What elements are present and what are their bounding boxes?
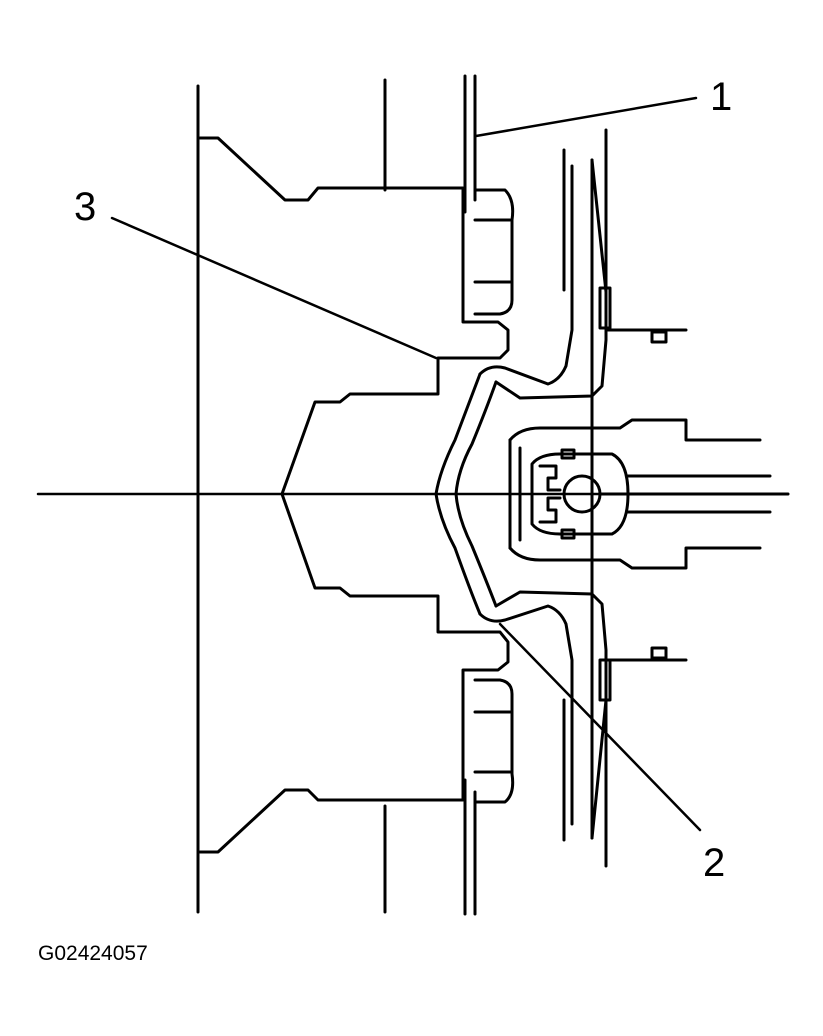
seal-ring [598,286,688,702]
leader-line-3 [110,216,438,360]
brake-disc [463,74,477,916]
leader-line-2 [498,622,702,832]
leader-line-1 [474,96,698,138]
callout-2: 2 [703,841,725,885]
callout-1: 1 [710,75,732,119]
drive-shaft-housing [434,128,762,868]
callout-3: 3 [74,185,96,229]
figure-id: G02424057 [38,942,148,965]
ball-joint [530,448,790,540]
wheel-bolt-upper [473,188,515,316]
wheel-bolt-lower [473,678,515,804]
wheel-hub [196,78,510,914]
